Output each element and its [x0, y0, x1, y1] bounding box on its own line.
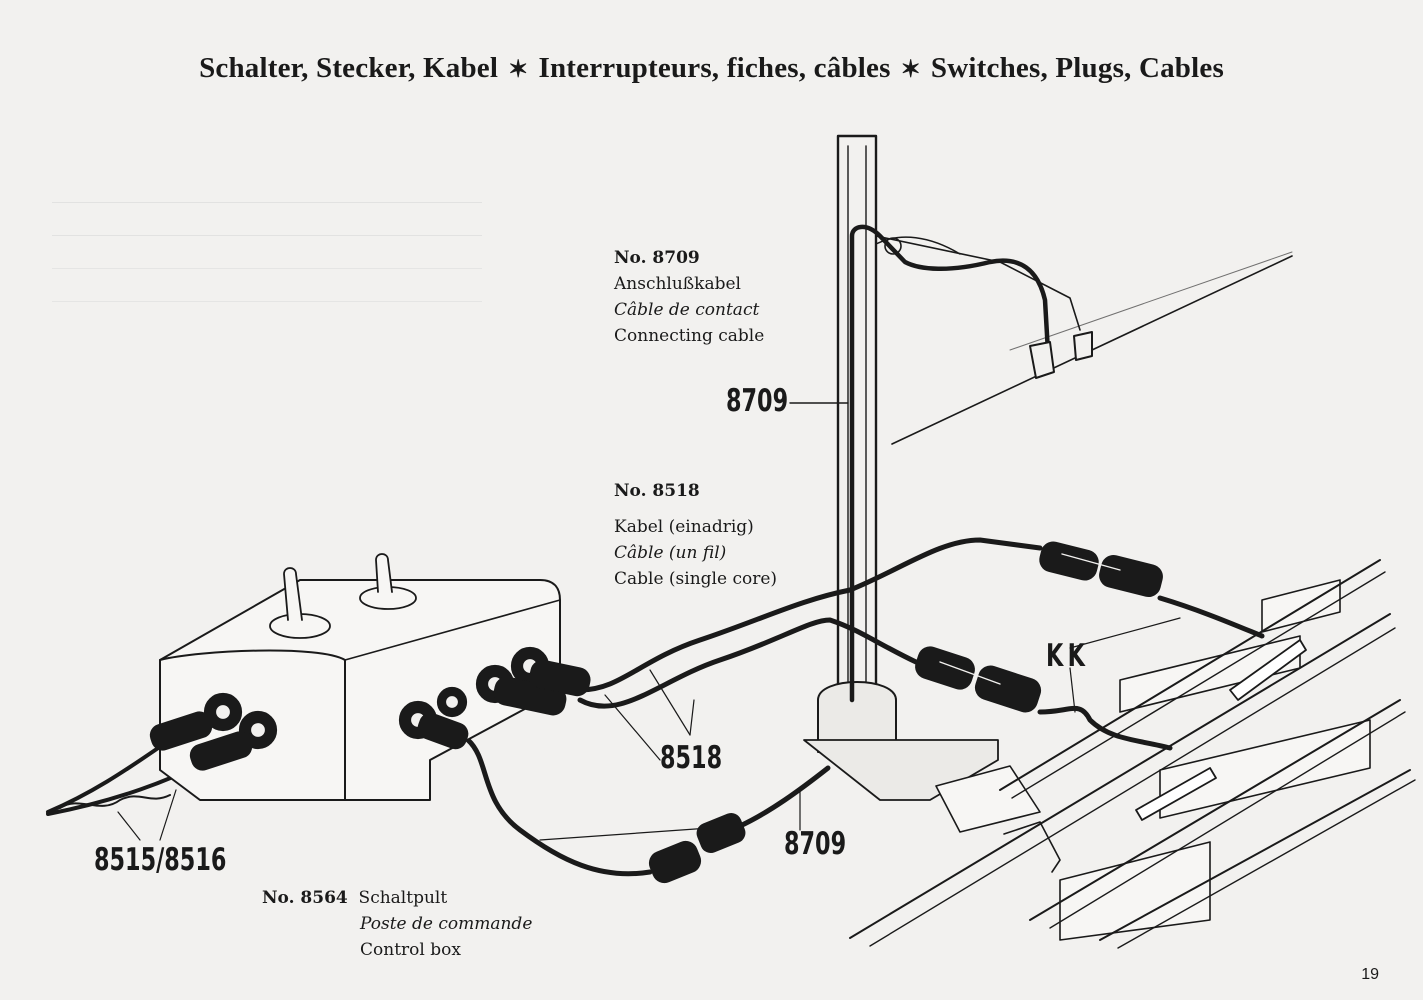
item-name-en: Control box: [360, 940, 461, 960]
bleed-through-text: [52, 178, 482, 468]
item-8709: No. 8709 Anschlußkabel Câble de contact …: [614, 245, 764, 349]
callout-kk: KK: [1046, 638, 1090, 674]
callout-8515-8516: 8515/8516: [94, 842, 227, 878]
star-separator-icon: ✶: [508, 57, 529, 83]
item-name-en: Connecting cable: [614, 326, 765, 346]
item-name-de: Anschlußkabel: [614, 274, 741, 294]
callout-8518: 8518: [660, 740, 723, 776]
item-name-de: Schaltpult: [358, 888, 448, 908]
title-french: Interrupteurs, fiches, câbles: [538, 52, 891, 84]
star-separator-icon: ✶: [900, 57, 921, 83]
item-name-fr: Câble de contact: [614, 300, 760, 320]
title-german: Schalter, Stecker, Kabel: [199, 52, 499, 84]
callout-8709-top: 8709: [726, 383, 789, 419]
callout-8709-bottom: 8709: [784, 826, 847, 862]
item-name-en: Cable (single core): [614, 569, 778, 589]
item-number: No. 8518: [614, 481, 700, 501]
item-name-de: Kabel (einadrig): [614, 517, 754, 537]
item-name-fr: Poste de commande: [360, 914, 533, 934]
item-8564: No. 8564 Schaltpult Poste de commande Co…: [262, 885, 532, 963]
page-number: 19: [1361, 966, 1379, 983]
item-number: No. 8564: [262, 888, 348, 908]
page-title: Schalter, Stecker, Kabel ✶ Interrupteurs, …: [0, 52, 1423, 85]
title-english: Switches, Plugs, Cables: [930, 52, 1224, 84]
item-8518: No. 8518 Kabel (einadrig) Câble (un fil)…: [614, 478, 777, 592]
item-number: No. 8709: [614, 248, 700, 268]
item-name-fr: Câble (un fil): [614, 543, 727, 563]
